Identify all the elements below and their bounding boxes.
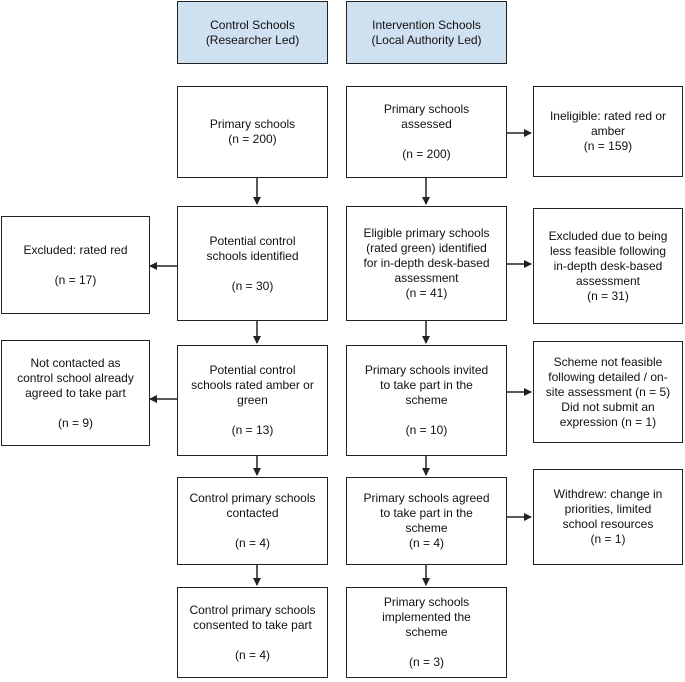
control-consented: Control primary schools consented to tak… xyxy=(177,587,328,678)
intervention-assessed: Primary schools assessed (n = 200) xyxy=(346,86,507,178)
intervention-eligible: Eligible primary schools (rated green) i… xyxy=(346,206,507,321)
control-primary-schools: Primary schools (n = 200) xyxy=(177,86,328,178)
intervention-agreed: Primary schools agreed to take part in t… xyxy=(346,477,507,565)
control-excluded-red: Excluded: rated red (n = 17) xyxy=(1,216,150,314)
control-not-contacted: Not contacted as control school already … xyxy=(1,340,150,446)
intervention-implemented: Primary schools implemented the scheme (… xyxy=(346,587,507,678)
control-potential-identified: Potential control schools identified (n … xyxy=(177,206,328,321)
intervention-invited: Primary schools invited to take part in … xyxy=(346,345,507,456)
header-control-schools: Control Schools (Researcher Led) xyxy=(177,1,328,64)
control-rated-amber-green: Potential control schools rated amber or… xyxy=(177,345,328,456)
intervention-not-feasible: Scheme not feasible following detailed /… xyxy=(533,341,683,443)
intervention-withdrew: Withdrew: change in priorities, limited … xyxy=(533,469,683,565)
intervention-excluded-feasibility: Excluded due to being less feasible foll… xyxy=(533,208,683,324)
control-contacted: Control primary schools contacted (n = 4… xyxy=(177,477,328,565)
intervention-ineligible: Ineligible: rated red or amber (n = 159) xyxy=(533,86,683,177)
header-intervention-schools: Intervention Schools (Local Authority Le… xyxy=(346,1,507,64)
